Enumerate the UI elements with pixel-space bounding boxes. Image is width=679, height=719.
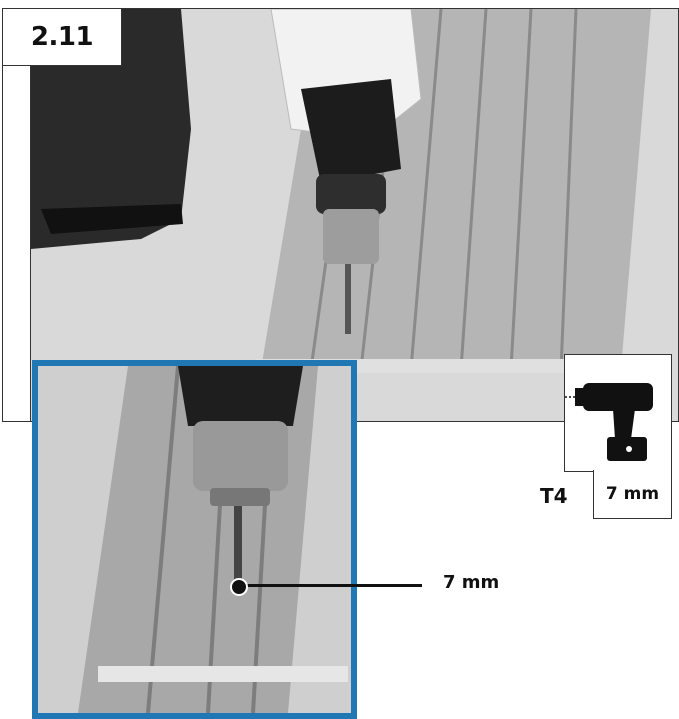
callout-marker-dot <box>230 578 248 596</box>
drilling-scene-illustration <box>31 9 678 421</box>
callout-leader-line <box>236 584 422 587</box>
main-photo <box>30 8 679 422</box>
tool-code-label: T4 <box>540 484 568 508</box>
step-frame <box>2 8 31 422</box>
step-number-badge: 2.11 <box>2 8 122 66</box>
drill-bit-size-label: 7 mm <box>443 572 500 593</box>
tool-icon-box <box>564 354 672 472</box>
drill-bit-closeup-illustration <box>38 366 351 713</box>
tool-size-label: 7 mm <box>593 470 672 519</box>
cordless-drill-icon <box>565 383 653 461</box>
detail-inset-photo <box>32 360 357 719</box>
